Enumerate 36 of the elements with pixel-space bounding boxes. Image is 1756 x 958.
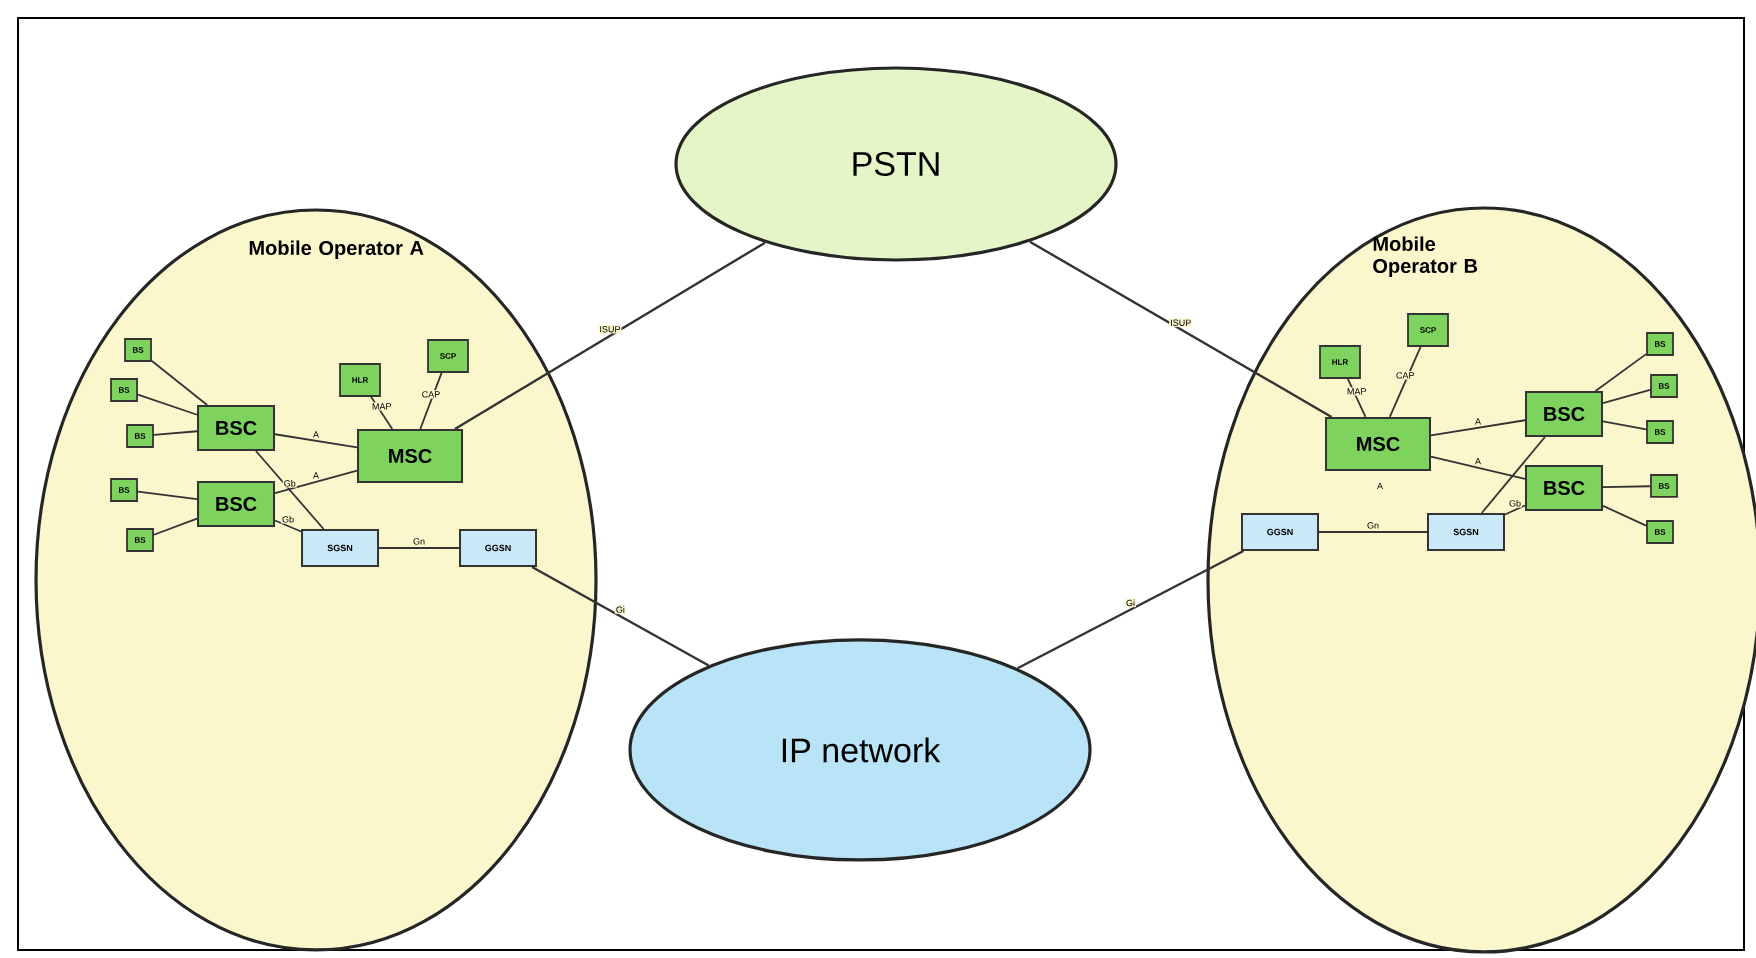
connector-line [1430,455,1526,480]
connector-line [531,565,710,667]
bsc-box: BSC [197,405,275,451]
connector-line [137,393,198,416]
connector-line [1318,531,1428,533]
connector-line [1602,388,1651,404]
connector-line [1430,419,1526,437]
connector-line [1346,378,1367,418]
connector-line [1480,436,1546,514]
connector-line [419,372,443,430]
msc-box: MSC [357,429,463,483]
bsc-box: BSC [1525,391,1603,437]
operator-title: Mobile Operator A [249,240,424,259]
connector-line [1602,420,1647,431]
connector-line [137,490,198,500]
connector-line [255,450,325,530]
bsc-box: BSC [197,481,275,527]
connector-line [1029,240,1333,418]
connector-line [1594,353,1647,392]
connector-line [274,433,358,449]
connector-line [153,517,198,536]
connector-line [370,396,394,430]
connector-line [1388,346,1422,418]
msc-box: MSC [1325,417,1431,471]
connector-line [274,519,302,533]
connector-line [378,547,460,549]
connector-line [274,469,358,495]
connector-line [151,360,209,406]
connector-line [153,430,198,436]
connector-line [1602,504,1647,527]
connector-line [1602,485,1651,489]
operator-title: Mobile Operator B [1373,236,1478,277]
connector-line [1017,549,1244,670]
bsc-box: BSC [1525,465,1603,511]
connector-line [1504,504,1526,516]
connector-line [454,241,766,430]
